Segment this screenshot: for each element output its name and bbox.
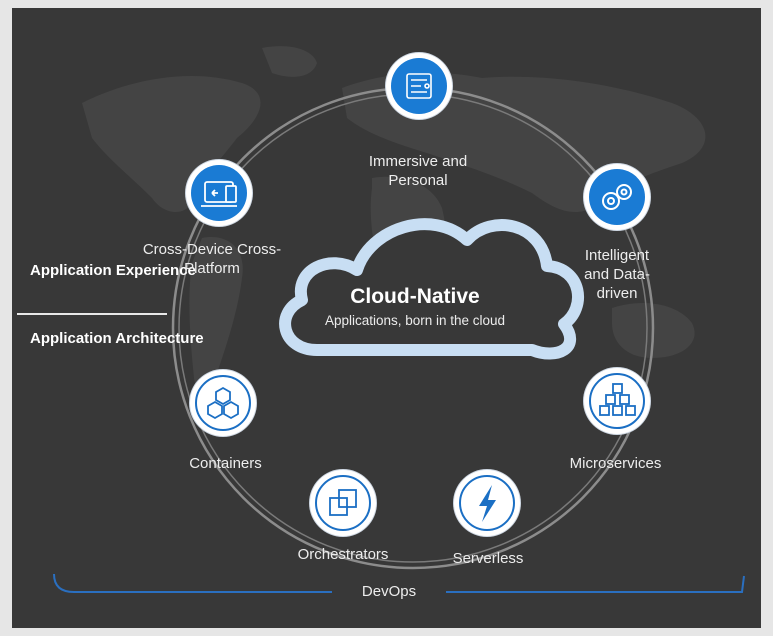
application-architecture-label: Application Architecture (30, 330, 204, 347)
microservices-node (584, 368, 650, 434)
lightning-icon (479, 485, 496, 522)
intelligent-label: Intelligent and Data-driven (584, 247, 650, 302)
side-divider (17, 313, 167, 315)
cross-device-label: Cross-Device Cross-Platform (142, 241, 282, 277)
immersive-node (386, 53, 452, 119)
orchestrators-label: Orchestrators (297, 546, 389, 563)
circuit-icon (406, 73, 432, 99)
device-sync-icon (201, 181, 237, 207)
devops-label: DevOps (332, 583, 446, 600)
gears-icon (602, 184, 632, 210)
cloud-shape (279, 218, 584, 360)
orchestrators-node (310, 470, 376, 536)
cloud-subtitle: Applications, born in the cloud (324, 313, 506, 328)
overlapping-squares-icon (329, 489, 357, 516)
application-experience-label: Application Experience (30, 262, 196, 279)
immersive-label: Immersive and Personal (368, 153, 468, 189)
cross-device-node (186, 160, 252, 226)
hexagons-icon (207, 386, 239, 420)
intelligent-node (584, 164, 650, 230)
cubes-icon (599, 383, 636, 416)
serverless-label: Serverless (452, 550, 524, 567)
containers-label: Containers (189, 455, 262, 472)
microservices-label: Microservices (569, 455, 662, 472)
serverless-node (454, 470, 520, 536)
cloud-title: Cloud-Native (350, 285, 480, 308)
diagram-structure (53, 86, 745, 593)
diagram-panel: Application Experience Application Archi… (12, 8, 761, 628)
containers-node (190, 370, 256, 436)
